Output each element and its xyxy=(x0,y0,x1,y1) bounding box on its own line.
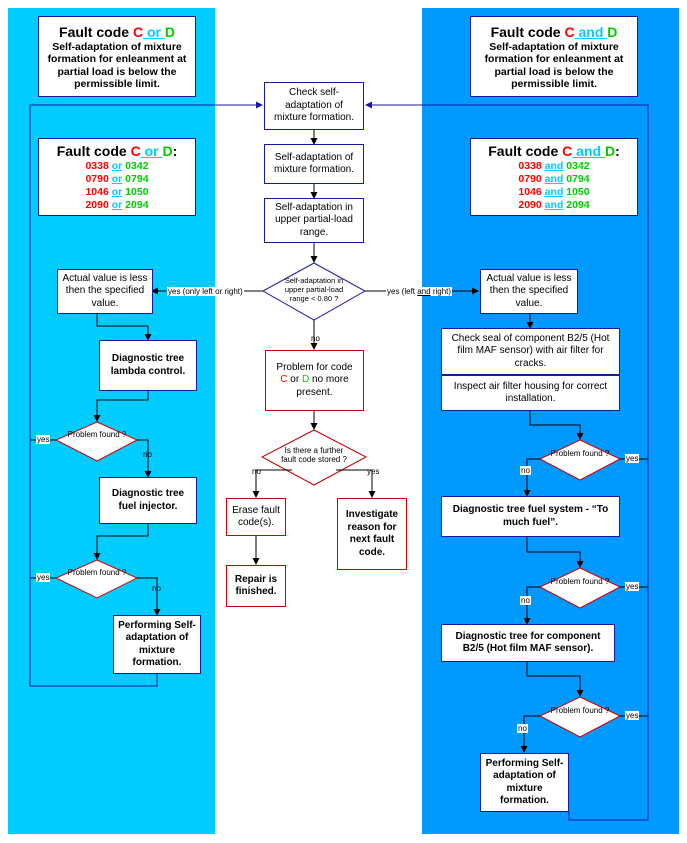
left-code-row-3: 1046 or 1050 xyxy=(85,186,149,198)
decision-diamond-right-3 xyxy=(538,696,622,738)
right-fuel-system-box: Diagnostic tree fuel system - “To much f… xyxy=(441,496,620,537)
left-codes-title: Fault code C or D: xyxy=(56,143,178,159)
center-check-box: Check self-adaptation of mixture formati… xyxy=(264,82,364,130)
right-decision-3-label: Problem found ? xyxy=(550,706,610,715)
decision-diamond-center-2 xyxy=(260,429,368,486)
left-decision-2-label: Problem found ? xyxy=(67,568,127,577)
right-decision-2-label: Problem found ? xyxy=(550,577,610,586)
left-code-row-2: 0790 or 0794 xyxy=(85,173,149,185)
center-further-no: no xyxy=(252,467,261,476)
center-repair-box: Repair is finished. xyxy=(226,565,286,607)
left-code-row-4: 2090 or 2094 xyxy=(85,199,149,211)
right-fault-codes: Fault code C and D: 0338 and 0342 0790 a… xyxy=(470,138,638,216)
left-actual-value-box: Actual value is less then the specified … xyxy=(57,269,153,314)
decision-diamond-left-1 xyxy=(54,421,139,462)
right-code-row-1: 0338 and 0342 xyxy=(518,160,590,172)
center-selfadapt-box: Self-adaptation of mixture formation. xyxy=(264,144,364,184)
right-codes-title: Fault code C and D: xyxy=(488,143,620,159)
right-maf-box: Diagnostic tree for component B2/5 (Hot … xyxy=(441,624,615,662)
right-header-title: Fault code C and D xyxy=(490,23,618,40)
center-decision-yes-left: yes (only left or right) xyxy=(167,287,244,296)
center-further-yes: yes xyxy=(367,467,380,476)
decision-diamond-right-2 xyxy=(538,567,622,609)
right-fault-header: Fault code C and D Self-adaptation of mi… xyxy=(470,16,638,97)
left-performing-box: Performing Self-adaptation of mixture fo… xyxy=(113,615,201,674)
center-decision-label: Self-adaptation in upper partial-load ra… xyxy=(284,276,344,303)
left-decision-2-no: no xyxy=(152,584,161,593)
left-fault-codes: Fault code C or D: 0338 or 0342 0790 or … xyxy=(38,138,196,216)
left-decision-1-no: no xyxy=(143,450,152,459)
center-investigate-box: Investigate reason for next fault code. xyxy=(337,498,407,570)
right-header-description: Self-adaptation of mixture formation for… xyxy=(484,40,624,91)
left-decision-2-yes: yes xyxy=(36,573,51,582)
right-code-row-4: 2090 and 2094 xyxy=(518,199,590,211)
left-injector-box: Diagnostic tree fuel injector. xyxy=(99,477,197,524)
right-check-seal-box: Check seal of component B2/5 (Hot film M… xyxy=(441,328,620,375)
left-fault-header: Fault code C or D Self-adaptation of mix… xyxy=(38,16,196,97)
center-decision-no: no xyxy=(311,334,320,343)
center-erase-box: Erase fault code(s). xyxy=(226,498,286,536)
right-code-row-3: 1046 and 1050 xyxy=(518,186,590,198)
left-header-description: Self-adaptation of mixture formation for… xyxy=(47,40,187,91)
decision-diamond-left-2 xyxy=(54,559,139,599)
decision-diamond-right-1 xyxy=(538,439,622,481)
right-decision-2-yes: yes xyxy=(625,582,640,591)
right-code-row-2: 0790 and 0794 xyxy=(518,173,590,185)
left-decision-1-yes: yes xyxy=(36,435,51,444)
center-further-label: Is there a further fault code stored ? xyxy=(281,446,347,464)
center-decision-yes-right: yes (left and right) xyxy=(386,287,453,296)
right-inspect-box: Inspect air filter housing for correct i… xyxy=(441,375,620,411)
left-header-title: Fault code C or D xyxy=(59,23,175,40)
right-performing-box: Performing Self-adaptation of mixture fo… xyxy=(480,753,569,812)
right-decision-3-yes: yes xyxy=(625,711,640,720)
center-upper-box: Self-adaptation in upper partial-load ra… xyxy=(264,198,364,243)
left-code-row-1: 0338 or 0342 xyxy=(85,160,149,172)
right-decision-2-no: no xyxy=(520,596,531,605)
right-actual-value-box: Actual value is less then the specified … xyxy=(480,269,578,314)
right-decision-3-no: no xyxy=(517,724,528,733)
right-decision-1-yes: yes xyxy=(625,454,640,463)
right-decision-1-label: Problem found ? xyxy=(550,449,610,458)
left-decision-1-label: Problem found ? xyxy=(67,430,127,439)
center-problem-box: Problem for code C or D no more present. xyxy=(265,350,364,411)
right-decision-1-no: no xyxy=(520,466,531,475)
left-lambda-box: Diagnostic tree lambda control. xyxy=(99,340,197,391)
